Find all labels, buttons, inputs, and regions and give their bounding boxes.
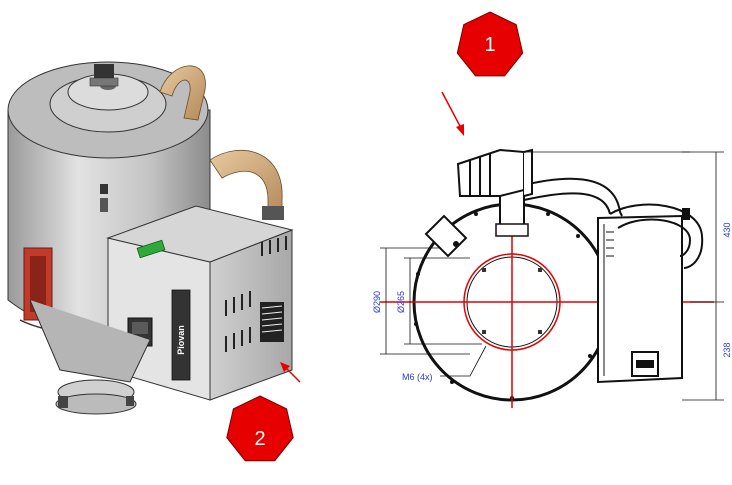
cylinder-knob-stem [100,198,108,212]
inlet-fitting [456,148,533,197]
arrow-up-left-icon [280,362,301,383]
dim-height-top: 430 [722,222,732,237]
side-label-inner [30,256,46,312]
cabinet-connector-plug [636,360,654,368]
vent-grille-slots [261,305,283,333]
callout-one: 1 [441,11,524,136]
badge-one-label: 1 [484,34,495,56]
outlet-base [55,393,137,415]
badge-two-heptagon [226,395,294,462]
hose-upper [159,65,206,121]
cabinet-slots [606,231,614,257]
outlet-clamp-left [58,396,68,408]
brand-label: Piovan [176,325,186,355]
vent-grille-box [260,302,284,342]
hopper-cone [29,299,151,383]
dimension-lines [380,151,724,401]
outlet-clamp-right [126,396,134,406]
callout-two: 2 [226,362,301,462]
top-connector [94,64,114,80]
control-screen [132,322,148,334]
dim-height-bottom: 238 [722,342,732,357]
badge-one-heptagon [456,11,524,77]
sensor-box-dot [453,241,459,247]
dim-inner-diameter: Ø265 [396,291,406,313]
green-handle [136,239,166,259]
dim-outer-diameter: Ø290 [372,291,382,313]
dryer-3d-view: Piovan [7,61,294,415]
brand-strip [171,289,191,381]
cylinder-knob [100,184,108,194]
dim-bolts-label: M6 (4x) [402,372,433,382]
vent-grille-side [225,236,287,352]
top-view-hose-loop [609,203,704,269]
side-cabinet [597,214,683,384]
top-view-hose-right [519,177,623,217]
arrow-down-right-icon [441,91,464,136]
duct-flange [495,223,529,237]
dryer-top-view-drawing: Ø290 Ø265 430 238 M6 (4x) [372,148,732,408]
badge-two-label: 2 [254,428,265,450]
hose-clamp [262,206,284,220]
top-connector-base [89,77,119,87]
m6-holes [482,268,542,334]
